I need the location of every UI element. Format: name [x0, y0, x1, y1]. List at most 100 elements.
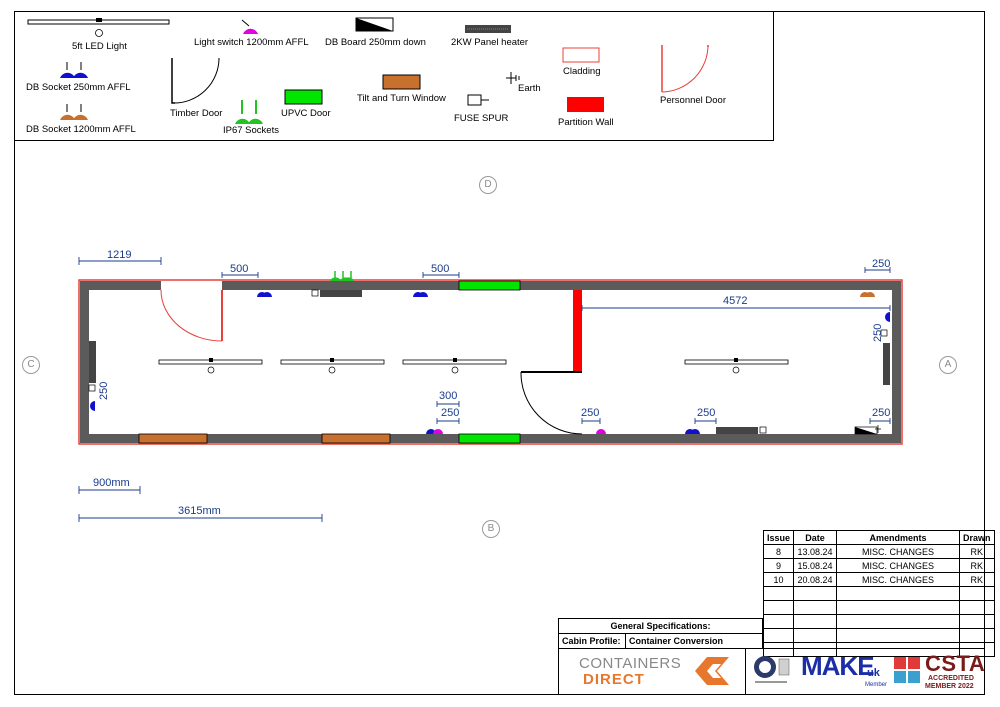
dim-300: 300: [439, 390, 458, 402]
amendments-header-drawn: Drawn: [959, 530, 995, 545]
dim-250-bottom-1: 250: [441, 407, 460, 419]
containers-logo-text: CONTAINERS: [579, 655, 682, 672]
legend-light-switch-label: Light switch 1200mm AFFL: [194, 37, 309, 48]
db-socket-250-symbol: [60, 62, 88, 78]
db-board-symbol: [355, 17, 394, 32]
ip67-sockets: [330, 271, 354, 281]
legend-ip67-label: IP67 Sockets: [223, 125, 279, 136]
panel-heater-symbol: [465, 25, 511, 33]
spec-profile-value: Container Conversion: [625, 633, 763, 649]
legend-partition-wall-label: Partition Wall: [558, 117, 614, 128]
fuse-spur-left: [88, 384, 96, 392]
csta-mark-icon: [894, 657, 920, 683]
personnel-door-symbol: [661, 44, 709, 93]
heater-bottom: [716, 427, 758, 434]
window-2: [321, 433, 391, 444]
csta-accredited: ACCREDITED: [928, 675, 974, 682]
elevation-marker-top: D: [479, 176, 497, 194]
entrance-door: [160, 289, 223, 342]
dim-500-right: 500: [431, 263, 450, 275]
csta-logo-text: CSTA: [925, 651, 986, 676]
socket-orange: [860, 292, 875, 297]
upvc-door-bottom: [458, 433, 521, 444]
table-row-empty: [762, 600, 995, 615]
upvc-door-top: [458, 280, 521, 291]
fuse-spur-right: [880, 329, 888, 337]
cladding-symbol: [562, 47, 600, 63]
legend-led-light-label: 5ft LED Light: [72, 41, 127, 52]
dim-250-bottom-4: 250: [872, 407, 891, 419]
light-switches: [433, 429, 606, 434]
table-row-empty: [762, 628, 995, 643]
elevation-marker-left: C: [22, 356, 40, 374]
dim-1219: 1219: [107, 249, 132, 261]
make-uk-logo-text: MAKE: [801, 651, 875, 681]
db-socket-1200-symbol: [60, 104, 88, 120]
direct-logo-text: DIRECT: [583, 671, 645, 688]
certification-badges-icon: [754, 656, 790, 683]
upvc-door-symbol: [284, 89, 323, 105]
scale-3615mm: 3615mm: [178, 505, 221, 517]
heater-top: [320, 290, 362, 297]
amendments-header-date: Date: [793, 530, 838, 545]
containers-direct-mark-icon: [695, 657, 729, 685]
dim-250-bottom-3: 250: [697, 407, 716, 419]
make-uk-suffix: uk: [867, 667, 880, 679]
elevation-marker-bottom: B: [482, 520, 500, 538]
fuse-spur-bottom: [759, 426, 767, 434]
fuse-spur-top: [311, 289, 319, 297]
led-lights: [158, 358, 789, 374]
legend-db-socket-250-label: DB Socket 250mm AFFL: [26, 82, 131, 93]
db-board: [854, 425, 881, 435]
dim-250-bottom-2: 250: [581, 407, 600, 419]
dim-4572: 4572: [723, 295, 748, 307]
drawing-frame: [14, 11, 985, 695]
partition-wall-symbol: [567, 97, 604, 112]
table-row-empty: [762, 586, 995, 601]
legend-timber-door-label: Timber Door: [170, 108, 223, 119]
legend-db-board-label: DB Board 250mm down: [325, 37, 426, 48]
window-1: [138, 433, 208, 444]
amendments-header-amendments: Amendments: [836, 530, 961, 545]
cladding-outline: [78, 279, 903, 445]
legend-cladding-label: Cladding: [563, 66, 601, 77]
fuse-spur-symbol: [467, 94, 489, 106]
legend-panel: [14, 11, 774, 141]
spec-profile-label: Cabin Profile:: [558, 633, 626, 649]
amendments-header-row: Issue Date Amendments Drawn: [762, 530, 995, 545]
legend-earth-label: Earth: [518, 83, 541, 94]
legend-panel-heater-label: 2KW Panel heater: [451, 37, 529, 48]
ip67-sockets-symbol: [235, 100, 263, 124]
interior-door: [520, 371, 583, 435]
heater-left: [89, 341, 96, 383]
amendments-header-issue: Issue: [762, 530, 795, 545]
legend-tilt-turn-label: Tilt and Turn Window: [357, 93, 446, 104]
led-light-symbol: [27, 18, 170, 37]
elevation-marker-right: A: [939, 356, 957, 374]
table-row-empty: [762, 642, 995, 657]
dimension-lines: [78, 257, 891, 522]
light-switch-symbol: [241, 19, 258, 34]
make-uk-member: Member: [865, 682, 888, 688]
earth-symbol: [506, 72, 520, 84]
csta-member-year: MEMBER 2022: [925, 683, 974, 690]
partition-wall: [573, 290, 582, 372]
tilt-turn-window-symbol: [382, 74, 421, 90]
heater-right: [883, 343, 890, 385]
legend-db-socket-1200-label: DB Socket 1200mm AFFL: [26, 124, 136, 135]
timber-door-symbol: [171, 57, 220, 104]
dim-250-right-vertical: 250: [872, 323, 884, 342]
sockets-blue: [90, 292, 890, 434]
dim-250-top-right: 250: [872, 258, 891, 270]
logo-strip: CONTAINERS DIRECT MAKE uk Member CSTA AC…: [558, 648, 985, 695]
scale-900mm: 900mm: [93, 477, 130, 489]
table-row-empty: [762, 614, 995, 629]
dim-500-left: 500: [230, 263, 249, 275]
legend-personnel-door-label: Personnel Door: [660, 95, 727, 106]
